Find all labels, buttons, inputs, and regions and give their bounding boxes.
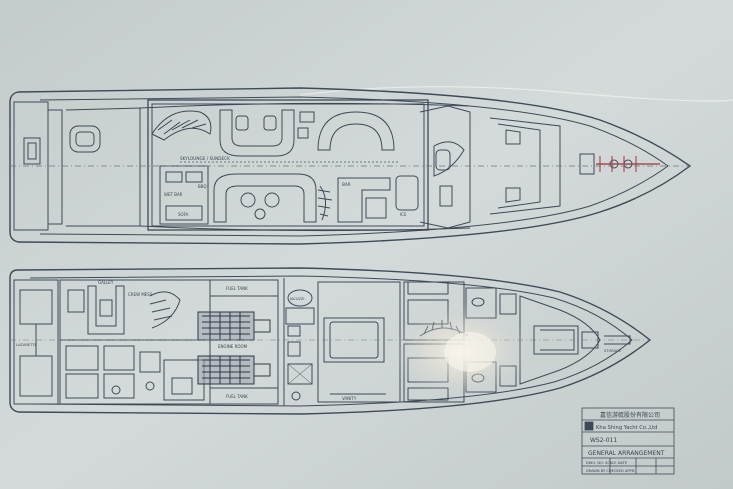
label-bar: BAR xyxy=(342,182,351,187)
company-logo-mark xyxy=(584,421,594,431)
drawing-title: GENERAL ARRANGEMENT xyxy=(588,450,665,457)
title-block-text: 嘉信游艇股份有限公司 Kha Shing Yacht Co.,Ltd WS2-0… xyxy=(586,411,665,473)
label-wet-bar: WET BAR xyxy=(164,192,183,197)
title-block-row-1: DWG. NO. SCALE DATE xyxy=(586,461,628,465)
table-round-2 xyxy=(264,192,280,208)
lower-deck-labels: GALLEY CREW MESS FUEL TANK FUEL TANK ENG… xyxy=(16,280,622,401)
helm-console xyxy=(395,175,419,211)
anchor-windlass xyxy=(579,153,595,175)
u-sofa-lower xyxy=(213,173,317,223)
table-round-1 xyxy=(240,192,256,208)
shower-stall xyxy=(287,363,313,385)
jacuzzi xyxy=(287,289,313,307)
upper-hull-inner xyxy=(39,96,669,237)
upper-deck-plan xyxy=(9,87,692,245)
fuel-tank-bottom xyxy=(209,387,279,405)
title-block xyxy=(581,407,675,475)
label-bbq: BBQ xyxy=(198,184,207,189)
stern-hatch xyxy=(23,137,41,165)
u-sofa-upper-1 xyxy=(219,109,295,157)
lower-hull-outline xyxy=(9,267,652,415)
label-engine-room: ENGINE ROOM xyxy=(218,344,248,349)
upper-hull-outline xyxy=(9,87,692,245)
paper-fold-crease xyxy=(299,86,733,102)
title-block-row-2: DRAWN BY CHECKED APPR. xyxy=(586,469,635,473)
curved-stair-upper xyxy=(319,185,326,221)
label-fuel-top: FUEL TANK xyxy=(226,286,248,291)
label-lazarette: LAZARETTE xyxy=(16,343,38,347)
label-crew: CREW MESS xyxy=(128,292,153,297)
label-fuel-bottom: FUEL TANK xyxy=(226,394,248,399)
engine-starboard xyxy=(197,355,271,385)
crew-stair xyxy=(149,291,181,329)
drawing-number: WS2-011 xyxy=(590,437,617,444)
label-jacuzzi: JACUZZI xyxy=(289,297,304,301)
bar-counter xyxy=(337,177,391,223)
company-name-cn: 嘉信游艇股份有限公司 xyxy=(600,411,660,419)
label-galley: GALLEY xyxy=(98,280,114,285)
lazarette xyxy=(13,279,59,405)
engine-port xyxy=(197,311,271,341)
label-sofa: SOFA xyxy=(178,212,189,217)
aft-deck-sofa xyxy=(69,125,101,153)
helm-seat xyxy=(433,141,465,177)
stern-hatch-inner xyxy=(27,142,37,160)
company-name-en: Kha Shing Yacht Co.,Ltd xyxy=(596,425,657,431)
label-skylounge: SKYLOUNGE / SUNDECK xyxy=(180,156,230,161)
label-vanity: VANITY xyxy=(342,396,357,401)
galley-u-counter xyxy=(87,285,125,335)
u-sofa-upper-2 xyxy=(317,111,395,151)
label-ice: ICE xyxy=(400,212,407,217)
fuel-tank-top xyxy=(209,279,279,297)
spiral-stair xyxy=(151,110,212,141)
label-storage: STORAGE xyxy=(604,349,622,353)
upper-deck-labels: SKYLOUNGE / SUNDECK BAR WET BAR BBQ SOFA… xyxy=(164,156,407,217)
